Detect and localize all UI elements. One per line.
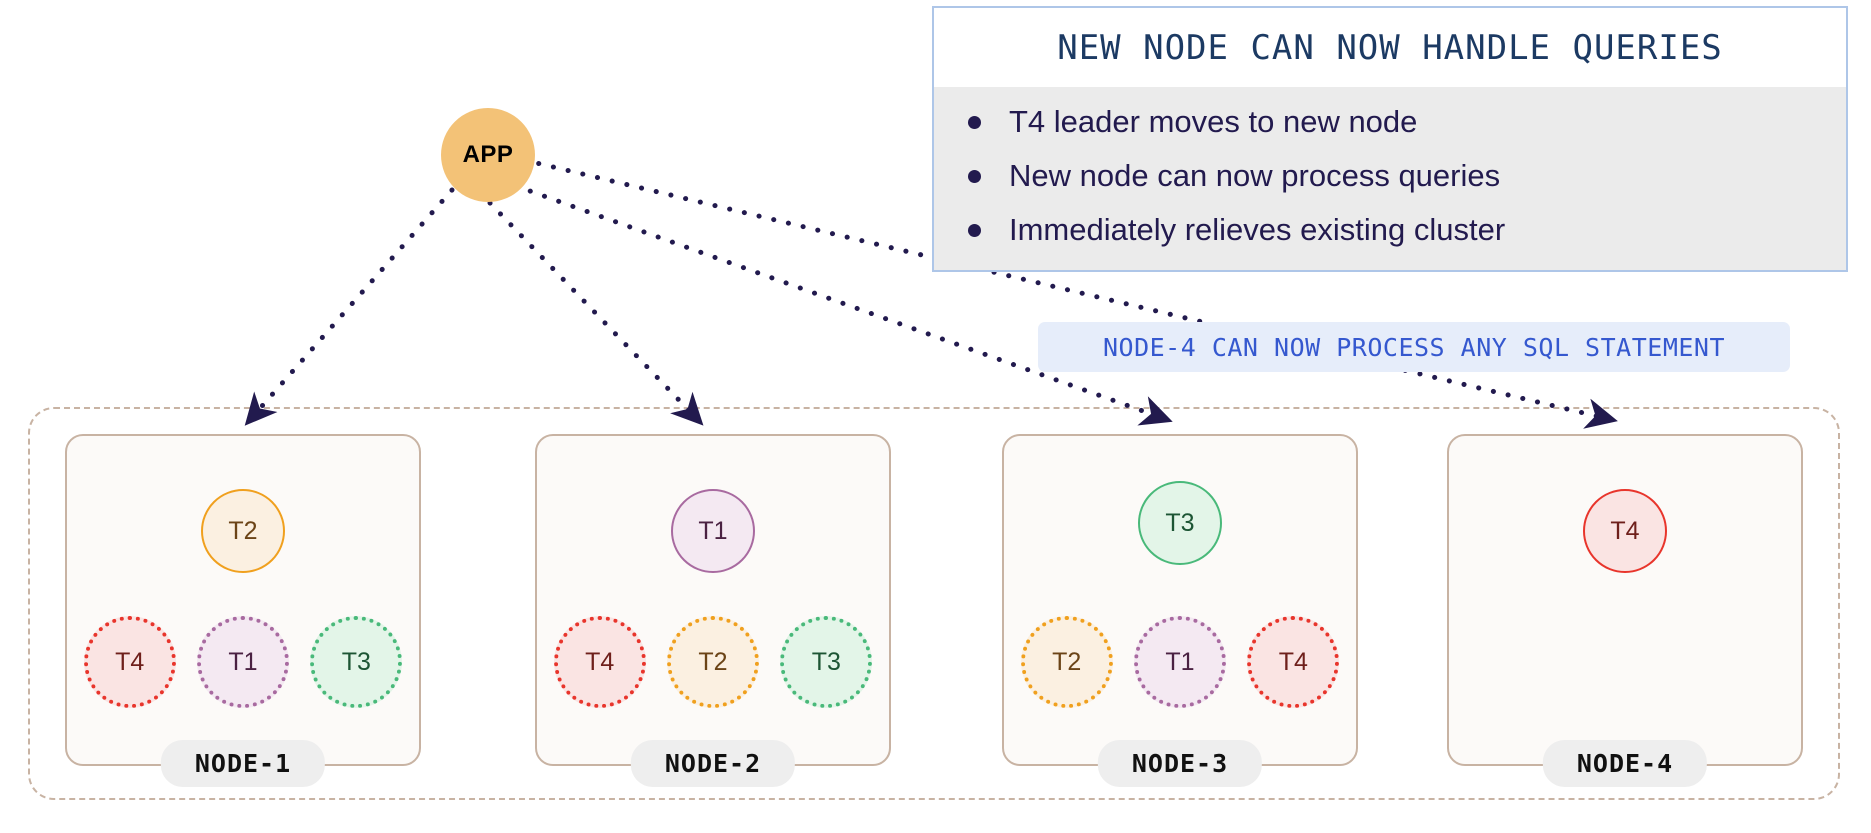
leader-tablet-label: T2	[228, 516, 258, 545]
header-callout-body: T4 leader moves to new node New node can…	[934, 87, 1846, 270]
edge-app-to-node-2	[487, 200, 704, 426]
replica-tablet[interactable]: T1	[196, 616, 289, 708]
node-box-node-1[interactable]: T2 T4 T1 T3 NODE-1	[65, 434, 421, 787]
replica-tablet-label: T4	[115, 647, 145, 676]
bullet-item: New node can now process queries	[968, 149, 1846, 203]
bullet-item: Immediately relieves existing cluster	[968, 203, 1846, 257]
bullet-dot-icon	[968, 223, 981, 237]
leader-tablet-label: T4	[1610, 516, 1640, 545]
replica-row: T4 T1 T3	[67, 616, 419, 708]
node-box-node-3[interactable]: T3 T2 T1 T4 NODE-3	[1002, 434, 1358, 787]
bullet-dot-icon	[968, 115, 981, 129]
bullet-text: T4 leader moves to new node	[1009, 104, 1418, 139]
leader-tablet[interactable]: T2	[201, 489, 285, 573]
replica-tablet-label: T4	[585, 647, 615, 676]
replica-tablet[interactable]: T3	[780, 616, 873, 708]
app-node[interactable]: APP	[441, 108, 535, 202]
edge-app-to-node-1	[244, 187, 455, 426]
replica-tablet-label: T2	[1052, 647, 1082, 676]
leader-tablet-label: T1	[698, 516, 728, 545]
replica-tablet[interactable]: T4	[83, 616, 176, 708]
replica-tablet[interactable]: T2	[666, 616, 759, 708]
node-box-node-2[interactable]: T1 T4 T2 T3 NODE-2	[535, 434, 891, 787]
node-label: NODE-4	[1542, 740, 1708, 787]
replica-tablet-label: T1	[1165, 647, 1195, 676]
leader-tablet[interactable]: T4	[1583, 489, 1667, 573]
node-label: NODE-2	[630, 740, 796, 787]
bullet-dot-icon	[968, 169, 981, 183]
replica-tablet-label: T3	[811, 647, 841, 676]
replica-row: T4 T2 T3	[537, 616, 889, 708]
sub-callout: NODE-4 CAN NOW PROCESS ANY SQL STATEMENT	[1038, 322, 1790, 372]
replica-tablet-label: T2	[698, 647, 728, 676]
leader-tablet-label: T3	[1165, 508, 1195, 537]
node-label: NODE-3	[1097, 740, 1263, 787]
header-callout: NEW NODE CAN NOW HANDLE QUERIES T4 leade…	[932, 6, 1848, 272]
node-label: NODE-1	[160, 740, 326, 787]
replica-tablet-label: T1	[228, 647, 258, 676]
replica-tablet[interactable]: T4	[1247, 616, 1340, 708]
replica-tablet[interactable]: T2	[1020, 616, 1113, 708]
replica-tablet[interactable]: T3	[310, 616, 403, 708]
replica-tablet-label: T4	[1278, 647, 1308, 676]
app-node-label: APP	[462, 141, 514, 168]
bullet-item: T4 leader moves to new node	[968, 95, 1846, 149]
header-callout-title: NEW NODE CAN NOW HANDLE QUERIES	[934, 8, 1846, 87]
bullet-text: New node can now process queries	[1009, 158, 1501, 193]
replica-tablet[interactable]: T1	[1133, 616, 1226, 708]
leader-tablet[interactable]: T1	[671, 489, 755, 573]
bullet-text: Immediately relieves existing cluster	[1009, 212, 1506, 247]
replica-tablet[interactable]: T4	[553, 616, 646, 708]
leader-tablet[interactable]: T3	[1138, 481, 1222, 565]
node-box-node-4[interactable]: T4 NODE-4	[1447, 434, 1803, 787]
replica-row: T2 T1 T4	[1004, 616, 1356, 708]
replica-tablet-label: T3	[341, 647, 371, 676]
